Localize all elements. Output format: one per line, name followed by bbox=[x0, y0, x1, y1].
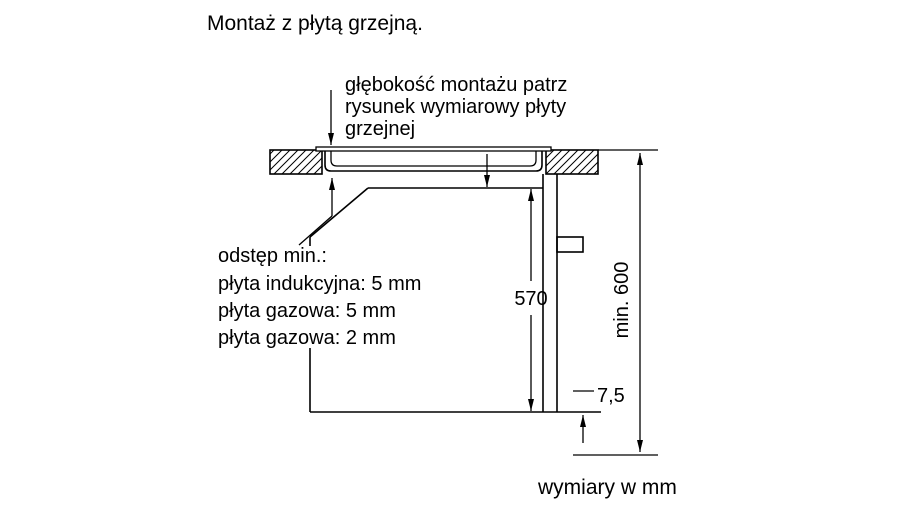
clearance-note-line-2: płyta indukcyjna: 5 mm bbox=[218, 273, 421, 295]
units-note: wymiary w mm bbox=[537, 476, 677, 499]
clearance-note-line-1: odstęp min.: bbox=[218, 245, 327, 267]
depth-note-line-2: rysunek wymiarowy płyty bbox=[345, 96, 566, 118]
clearance-indicators bbox=[298, 154, 490, 246]
dim-7-5: 7,5 bbox=[573, 385, 625, 443]
worktop-right-hatch bbox=[545, 149, 599, 175]
worktop-cross-section bbox=[269, 149, 658, 175]
clearance-note-line-3: płyta gazowa: 5 mm bbox=[218, 300, 396, 322]
dim-min-600-label: min. 600 bbox=[611, 262, 633, 339]
hob-tub-outer bbox=[324, 151, 543, 172]
hob-tub-inner bbox=[330, 151, 537, 167]
oven-front-slant bbox=[309, 187, 369, 238]
clearance-note-line-4: płyta gazowa: 2 mm bbox=[218, 327, 396, 349]
dim-570-label: 570 bbox=[514, 288, 547, 310]
depth-note: głębokość montażu patrz rysunek wymiarow… bbox=[345, 74, 567, 140]
dim-7-5-label: 7,5 bbox=[597, 385, 625, 407]
diagram-title: Montaż z płytą grzejną. bbox=[207, 12, 423, 35]
oven-side-knob bbox=[556, 236, 584, 253]
clearance-note: odstęp min.: płyta indukcyjna: 5 mm płyt… bbox=[218, 245, 421, 349]
depth-note-line-3: grzejnej bbox=[345, 118, 415, 140]
dim-min-600: min. 600 bbox=[573, 153, 658, 456]
hob-cross-section bbox=[315, 146, 552, 172]
oven-outline bbox=[309, 174, 601, 413]
worktop-left-hatch bbox=[269, 149, 323, 175]
depth-note-line-1: głębokość montażu patrz bbox=[345, 74, 567, 96]
hob-glass-top bbox=[315, 146, 552, 152]
clearance-leader-line bbox=[298, 215, 333, 246]
dim-570: 570 bbox=[514, 189, 548, 411]
